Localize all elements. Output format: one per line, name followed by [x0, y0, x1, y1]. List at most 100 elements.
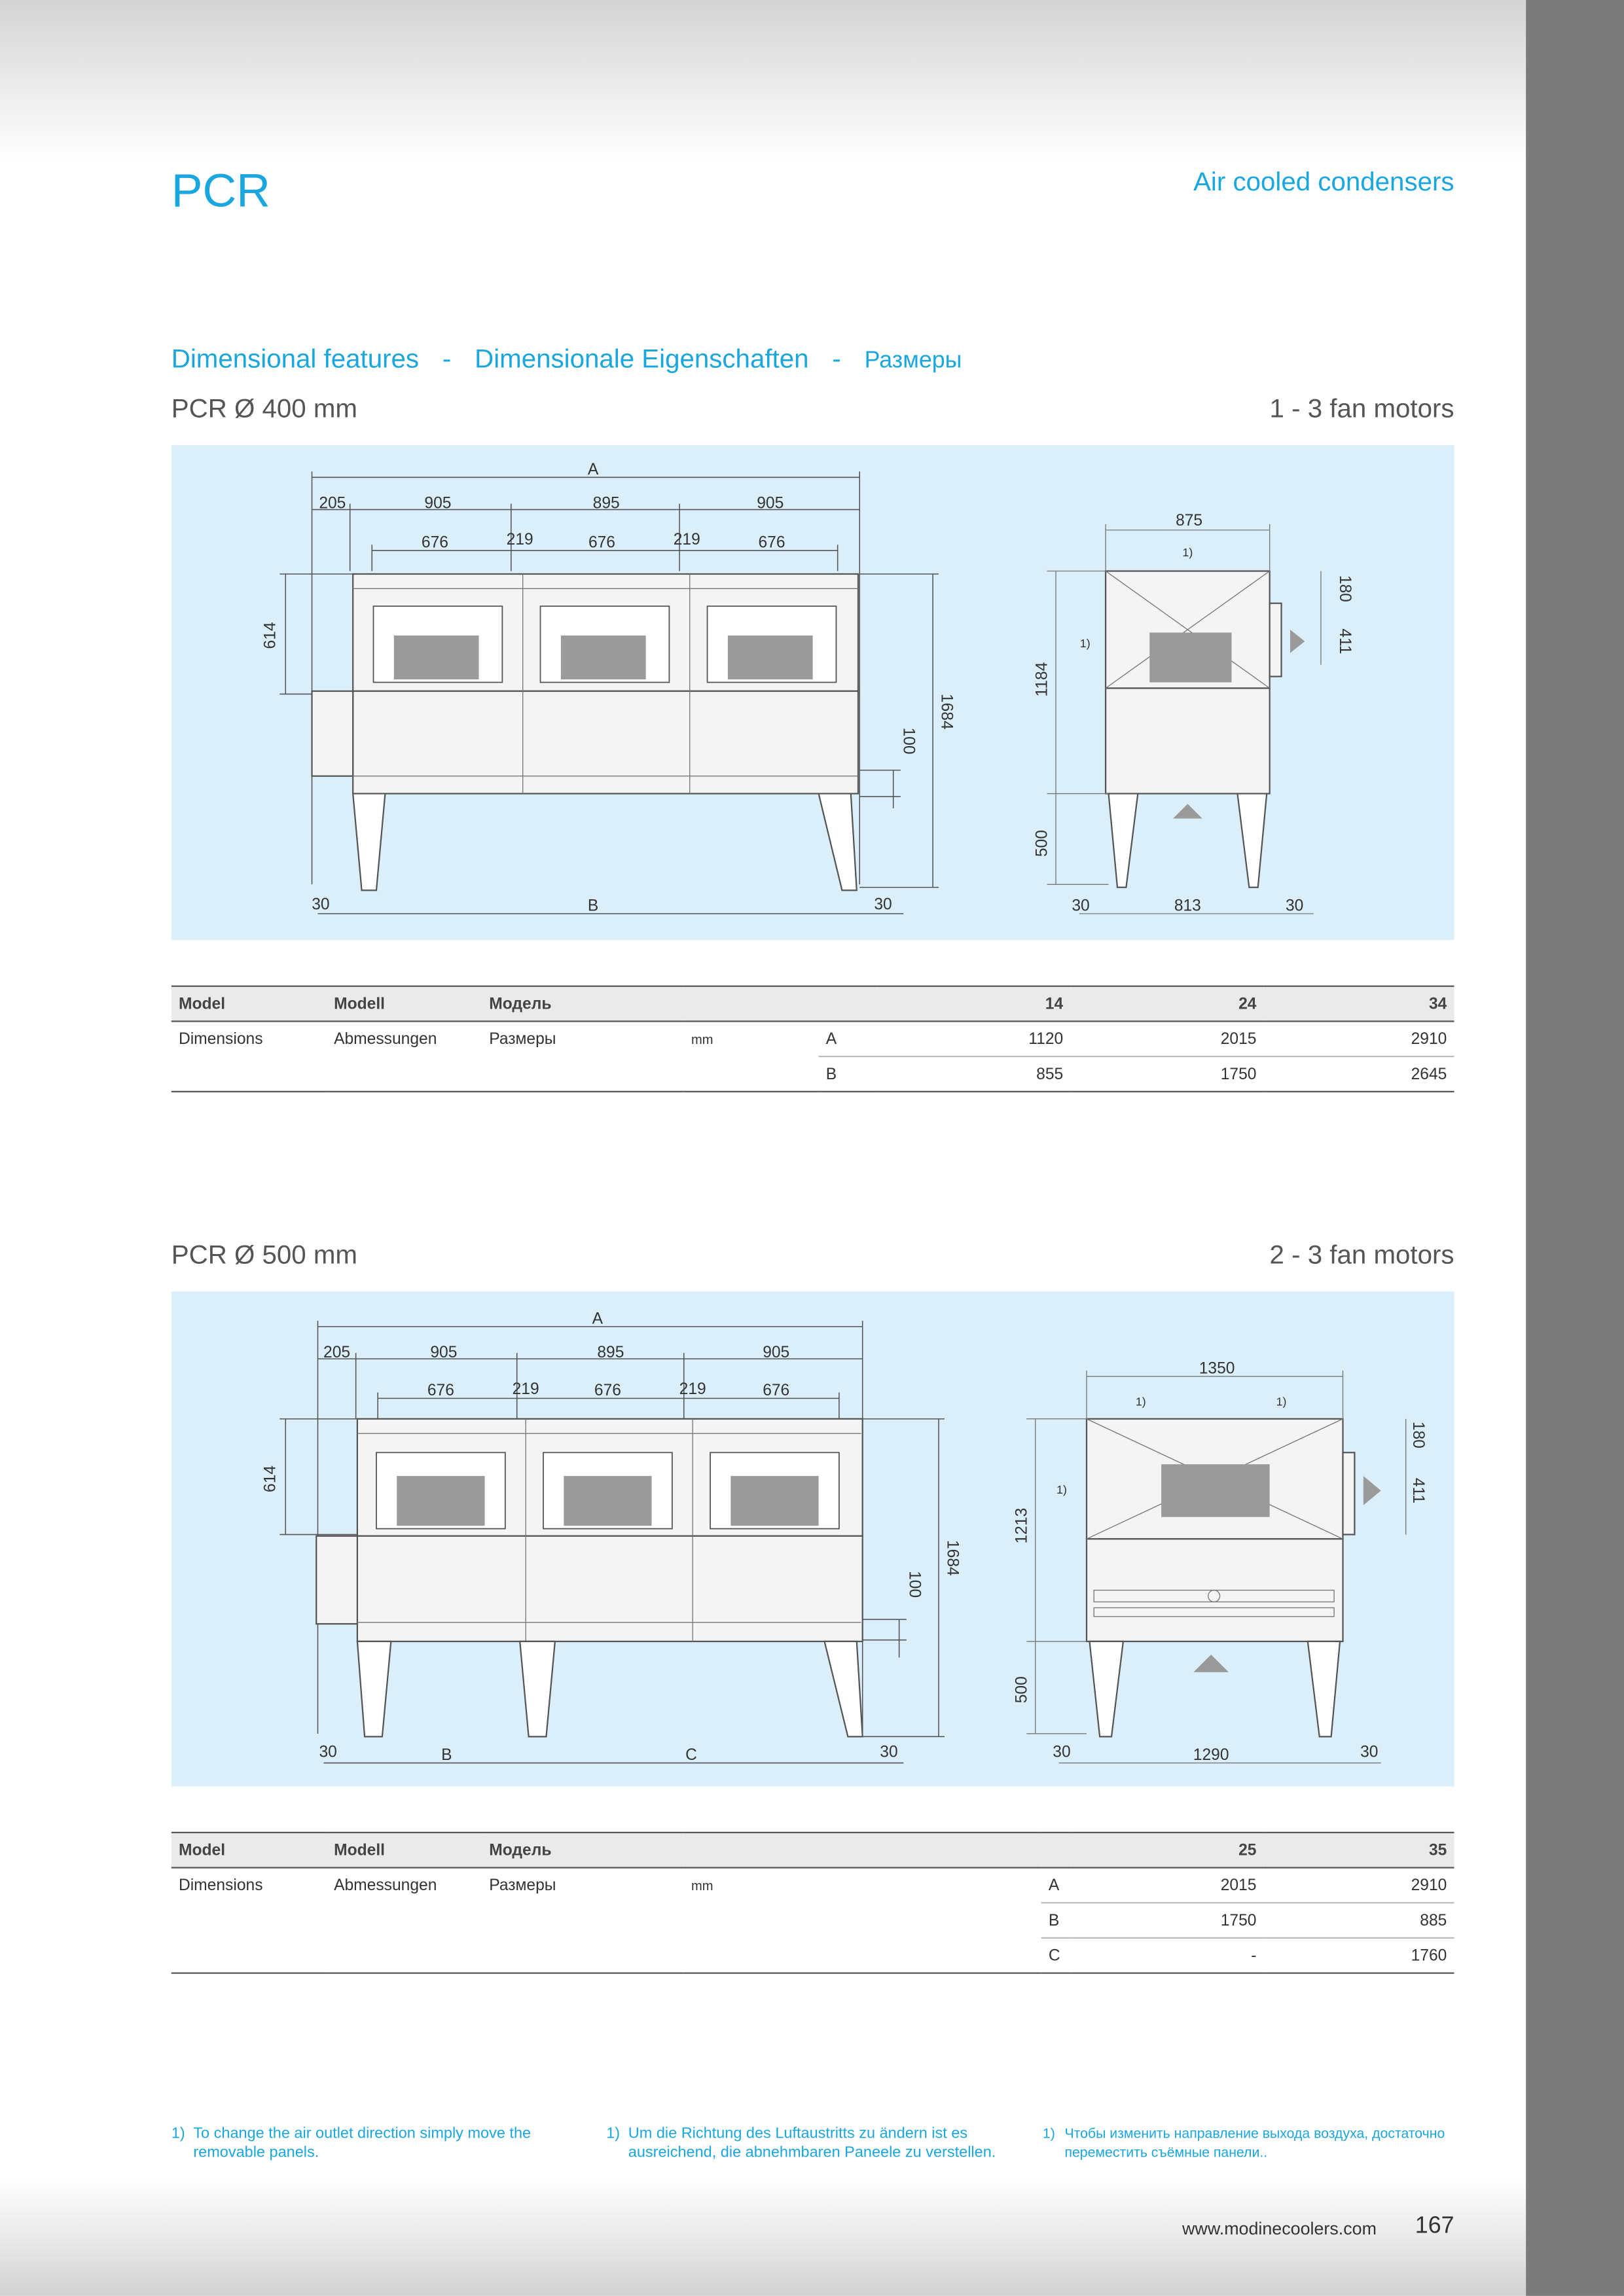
- dim-label-top: 895: [593, 494, 620, 512]
- header-cell: Модель: [482, 985, 684, 1022]
- header-cell: 24: [1070, 985, 1264, 1022]
- dim-label-side-width: 875: [1176, 512, 1202, 529]
- header-cell: 34: [1263, 985, 1454, 1022]
- dim-label-side-bottom: 813: [1174, 897, 1201, 915]
- dim-label-bottom: 30: [319, 1744, 336, 1761]
- dim-label-side-height: 1184: [1034, 662, 1051, 697]
- product-title: PCR: [171, 164, 270, 217]
- footnote-text: To change the air outlet direction simpl…: [193, 2125, 532, 2162]
- note-marker: 1): [1276, 1395, 1287, 1408]
- dim-label-height-upper: 614: [262, 622, 280, 649]
- dim-label-height-upper: 614: [262, 1465, 280, 1492]
- table-cell: Размеры: [489, 1030, 556, 1049]
- header-cell: Модель: [482, 1831, 684, 1869]
- header-cell: 14: [877, 985, 1071, 1022]
- dim-label-top: 905: [763, 1344, 789, 1361]
- table-cell: 2910: [1263, 1021, 1454, 1058]
- dim-label-side-outlet: 411: [1409, 1478, 1427, 1503]
- dim-label-fan: 676: [763, 1382, 789, 1399]
- table-row: C - 1760: [171, 1937, 1454, 1974]
- dim-label-top: 895: [597, 1344, 624, 1361]
- drawing-panel-400: A 205 905 895 905 676 219 676 219 676 61…: [171, 445, 1454, 941]
- dim-label-top: 905: [757, 494, 784, 512]
- table-cell: -: [1070, 1937, 1264, 1974]
- footnote-number: 1): [606, 2125, 621, 2143]
- dim-label-top: 205: [319, 494, 346, 512]
- dim-label-bottom: 30: [312, 895, 329, 913]
- dimensions-table-500: Model Modell Модель 25 35 Dimensions Abm…: [171, 1831, 1454, 1974]
- dim-label-fan: 676: [422, 534, 448, 552]
- footnote-number: 1): [171, 2125, 185, 2143]
- table-cell: 1760: [1263, 1937, 1454, 1974]
- dim-label-fan: 219: [513, 1380, 539, 1398]
- dim-label-gap: 100: [905, 1571, 923, 1598]
- dim-label-gap: 100: [899, 727, 917, 754]
- dim-label-side-bottom: 30: [1072, 897, 1089, 915]
- table-cell: Dimensions: [178, 1876, 263, 1895]
- dim-label-A: A: [592, 1310, 604, 1327]
- table-cell: A: [818, 1021, 878, 1058]
- table-cell: Abmessungen: [334, 1030, 437, 1049]
- table-cell: C: [1041, 1937, 1071, 1974]
- table-row: B 855 1750 2645: [171, 1056, 1454, 1092]
- category-title: Air cooled condensers: [1193, 167, 1454, 196]
- table-cell: 2015: [1070, 1867, 1264, 1904]
- table-cell: B: [1041, 1903, 1071, 1939]
- dim-label-fan: 219: [507, 531, 533, 548]
- dim-label-fan: 676: [758, 534, 785, 552]
- table-cell: Abmessungen: [334, 1876, 437, 1895]
- dim-label-top: 905: [430, 1344, 457, 1361]
- dim-label-side-bottom: 30: [1360, 1744, 1378, 1761]
- footer-url: www.modinecoolers.com: [1182, 2218, 1377, 2239]
- footnote-number: 1): [1042, 2126, 1055, 2143]
- dim-label-side-bottom: 1290: [1193, 1746, 1229, 1764]
- dim-label-top: 905: [424, 494, 451, 512]
- table-row: Dimensions Abmessungen Размеры mm A 1120…: [171, 1021, 1454, 1058]
- dim-label-side-outlet: 411: [1336, 628, 1354, 654]
- note-marker: 1): [1080, 637, 1091, 650]
- dim-label-fan: 676: [427, 1382, 454, 1399]
- header-band: [0, 0, 1526, 162]
- table-cell: 2645: [1263, 1056, 1454, 1092]
- dim-label-side-width: 1350: [1199, 1359, 1235, 1377]
- dim-label-side-top: 180: [1409, 1422, 1427, 1448]
- technical-drawing-400: A 205 905 895 905 676 219 676 219 676 61…: [262, 461, 1354, 915]
- dim-label-fan: 219: [679, 1380, 706, 1398]
- section-title-de: Dimensionale Eigenschaften: [475, 344, 809, 374]
- dim-label-side-top: 180: [1336, 575, 1354, 602]
- table-cell: Dimensions: [178, 1030, 263, 1049]
- dim-label-bottom: 30: [880, 1744, 897, 1761]
- section-separator: -: [442, 344, 452, 374]
- section-title: Dimensional features - Dimensionale Eige…: [171, 344, 962, 375]
- dim-label-side-bottom: 30: [1286, 897, 1303, 915]
- table-cell: 855: [877, 1056, 1071, 1092]
- dim-label-fan: 676: [594, 1382, 621, 1399]
- table-header: Model Modell Модель 14 24 34: [171, 985, 1454, 1022]
- drawing-panel-500: A 205 905 895 905 676 219 676 219 676 61…: [171, 1291, 1454, 1787]
- note-marker: 1): [1136, 1395, 1146, 1408]
- dim-label-height-total: 1684: [943, 1540, 961, 1576]
- variant-400-fans: 1 - 3 fan motors: [1269, 393, 1454, 423]
- dim-label-fan: 676: [588, 534, 615, 552]
- header-cell: Modell: [326, 985, 482, 1022]
- note-marker: 1): [1182, 546, 1193, 559]
- variant-400-title: PCR Ø 400 mm: [171, 393, 357, 423]
- section-title-ru: Размеры: [864, 348, 962, 374]
- table-cell: B: [818, 1056, 878, 1092]
- footnote-text: Чтобы изменить направление выхода воздух…: [1064, 2126, 1445, 2162]
- table-cell: 2910: [1263, 1867, 1454, 1904]
- unit-cell: mm: [691, 1878, 713, 1893]
- table-cell: 1750: [1070, 1903, 1264, 1939]
- table-row: Dimensions Abmessungen Размеры mm A 2015…: [171, 1867, 1454, 1904]
- table-cell: Размеры: [489, 1876, 556, 1895]
- dim-label-A: A: [588, 461, 599, 478]
- dim-label-bottom: 30: [874, 895, 892, 913]
- table-cell: 885: [1263, 1903, 1454, 1939]
- section-title-en: Dimensional features: [171, 344, 420, 374]
- dimensions-table-400: Model Modell Модель 14 24 34 Dimensions …: [171, 985, 1454, 1092]
- footer-band: [0, 2178, 1526, 2296]
- table-cell: 1750: [1070, 1056, 1264, 1092]
- dim-label-bottom: B: [441, 1746, 452, 1764]
- header-cell: Model: [171, 1831, 327, 1869]
